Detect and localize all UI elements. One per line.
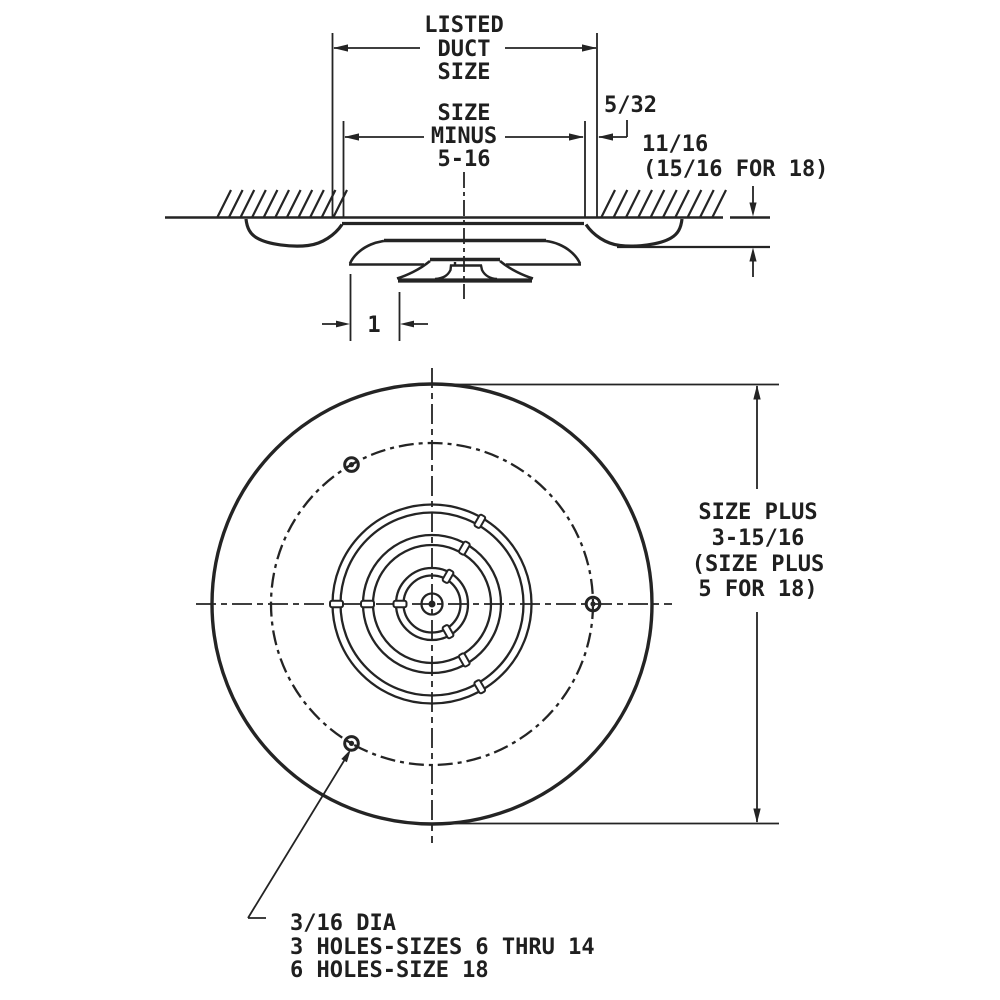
label-neck-size-3: 5-16 xyxy=(438,147,491,172)
diffuser-section-profile xyxy=(244,218,684,283)
flange-curl-right xyxy=(584,218,684,248)
label-hole-note-1: 3/16 DIA xyxy=(290,911,396,936)
center-point xyxy=(428,600,436,608)
dimension-neck-size xyxy=(344,133,584,141)
dimension-overall-diameter xyxy=(452,383,779,825)
flange-curl-left xyxy=(244,218,344,248)
ring-tabs xyxy=(329,513,487,695)
cross-section-view xyxy=(165,33,770,341)
middle-cone-flares xyxy=(348,239,582,265)
ceiling-hatch-right xyxy=(600,189,727,219)
dimension-ceiling-drop xyxy=(617,186,770,277)
label-overall-dia-4: 5 FOR 18) xyxy=(698,577,817,602)
label-ceiling-drop-2: (15/16 FOR 18) xyxy=(643,157,828,182)
label-ceiling-drop-1: 11/16 xyxy=(642,132,708,157)
screw-holes xyxy=(343,456,602,752)
label-neck-size-2: MINUS xyxy=(431,124,497,149)
hole-note-leader xyxy=(247,749,351,919)
screw-hole xyxy=(584,595,602,613)
screw-hole xyxy=(343,735,360,752)
label-duct-size-2: DUCT xyxy=(438,37,491,62)
label-overall-dia-3: (SIZE PLUS xyxy=(692,552,824,577)
extension-lines-duct xyxy=(331,33,598,217)
ceiling-hatch-left xyxy=(216,189,348,219)
center-cone xyxy=(434,262,498,281)
plan-view xyxy=(196,368,779,919)
label-overall-dia-1: SIZE PLUS xyxy=(698,500,817,525)
dimension-listed-duct-size xyxy=(333,44,597,52)
label-hole-note-3: 6 HOLES-SIZE 18 xyxy=(290,958,489,983)
annotations: LISTED DUCT SIZE SIZE MINUS 5-16 5/32 11… xyxy=(290,13,828,983)
label-neck-size-1: SIZE xyxy=(438,101,491,126)
label-duct-size-3: SIZE xyxy=(438,60,491,85)
label-lip-gap: 5/32 xyxy=(604,93,657,118)
inner-cone-flares xyxy=(396,260,534,280)
label-cone-step: 1 xyxy=(367,313,380,338)
dimension-cone-step xyxy=(322,274,428,341)
dimension-lip-gap-leader xyxy=(598,120,628,141)
label-hole-note-2: 3 HOLES-SIZES 6 THRU 14 xyxy=(290,935,595,960)
outer-rim-circle xyxy=(210,382,654,826)
screw-hole xyxy=(343,456,360,473)
label-overall-dia-2: 3-15/16 xyxy=(712,526,805,551)
label-duct-size-1: LISTED xyxy=(424,13,503,38)
